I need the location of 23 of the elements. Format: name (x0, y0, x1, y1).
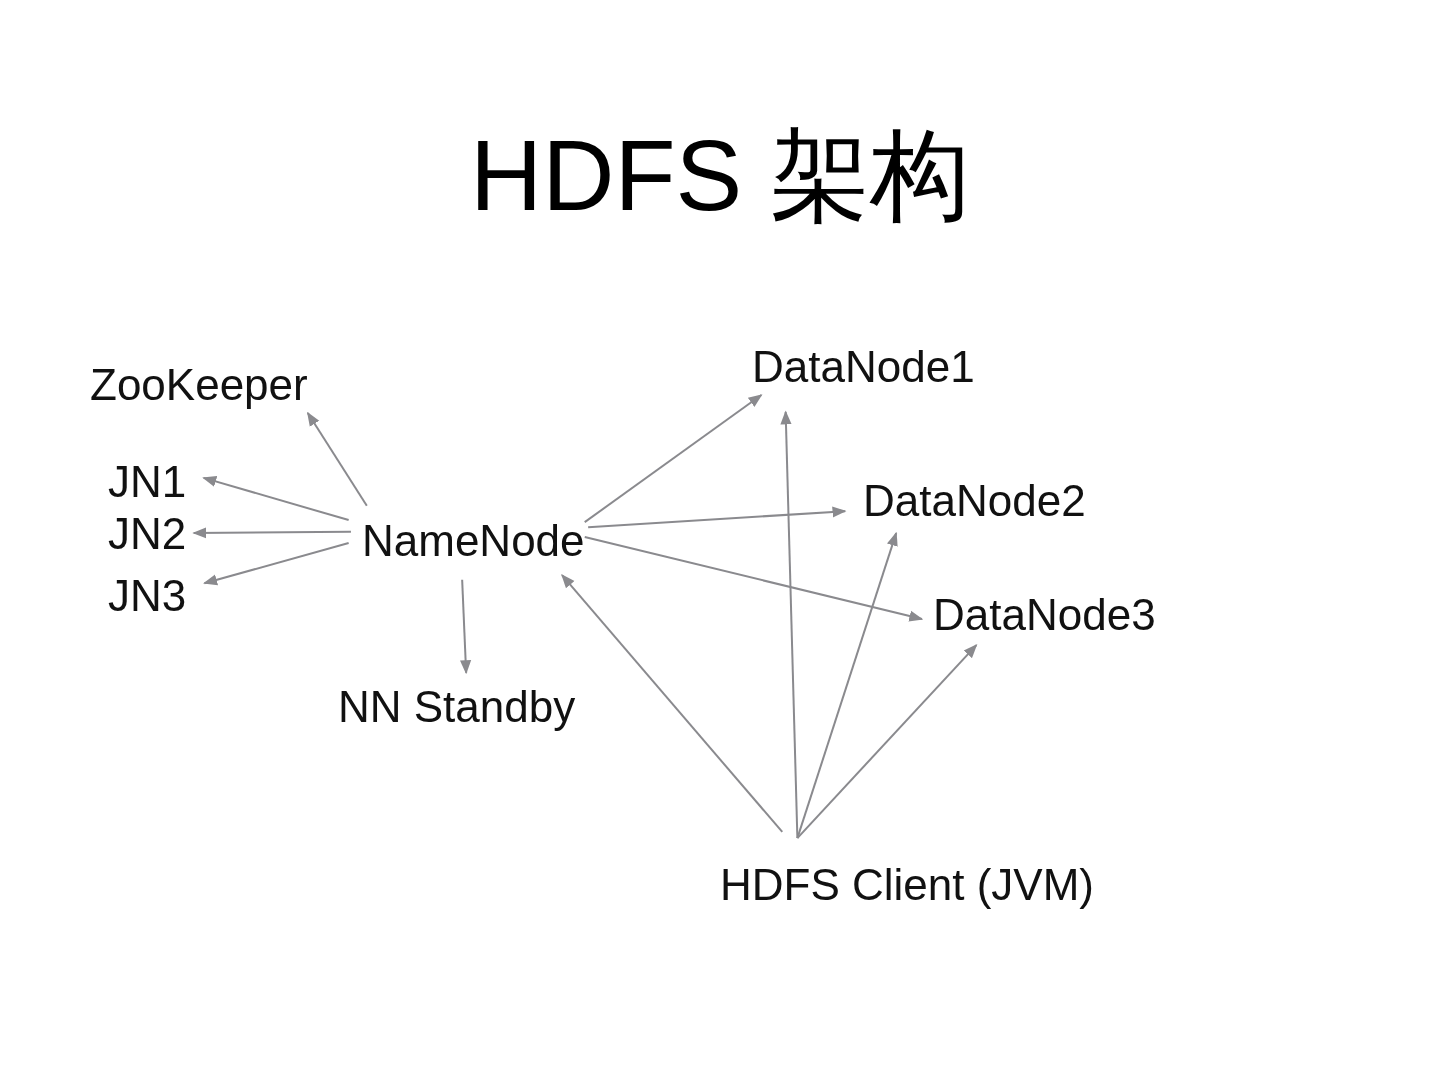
arrow (587, 506, 847, 529)
node-label: DataNode2 (861, 476, 1088, 527)
arrow (203, 542, 350, 586)
arrow (796, 644, 978, 840)
arrow (202, 476, 350, 522)
arrow (192, 527, 352, 539)
arrow (583, 535, 924, 622)
node-label: NN Standby (336, 682, 578, 733)
title: HDFS 架构 (469, 120, 971, 230)
arrow (780, 410, 799, 840)
node-label: ZooKeeper (88, 360, 310, 411)
node-label: NameNode (360, 516, 587, 567)
arrow (460, 578, 472, 675)
node-label: HDFS Client (JVM) (718, 860, 1097, 911)
node-label: JN3 (106, 571, 189, 622)
node-label: JN1 (106, 457, 189, 508)
node-label: DataNode1 (750, 342, 977, 393)
node-label: JN2 (106, 509, 189, 560)
node-label: DataNode3 (931, 590, 1158, 641)
arrow (583, 394, 763, 524)
arrow (796, 531, 898, 840)
arrow (306, 411, 368, 507)
arrow (561, 574, 784, 833)
